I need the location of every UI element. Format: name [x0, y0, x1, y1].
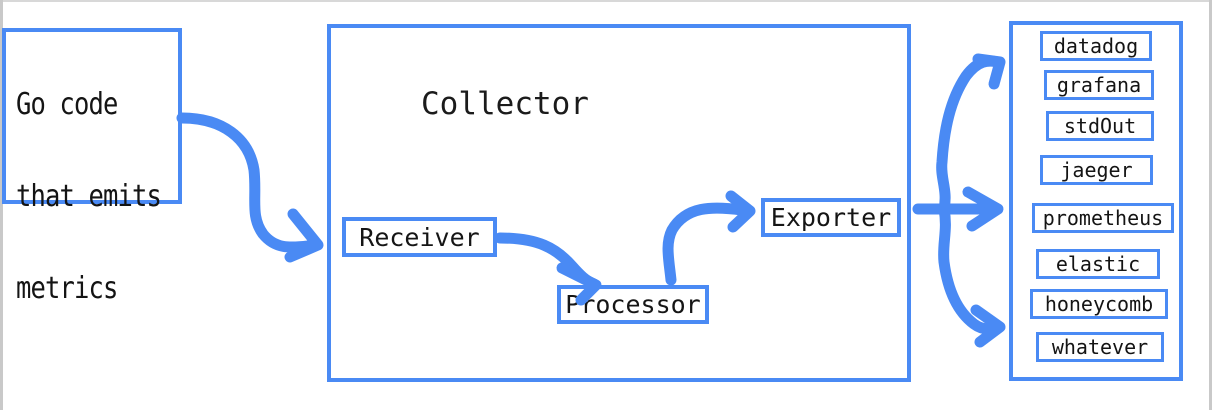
- processor-box: Processor: [557, 285, 709, 324]
- backend-item-whatever: whatever: [1036, 332, 1164, 362]
- backend-item-grafana: grafana: [1044, 70, 1154, 100]
- go-code-note-line-2: that emits: [16, 179, 162, 214]
- go-code-note: Go code that emits metrics: [2, 28, 182, 306]
- receiver-box: Receiver: [342, 217, 497, 257]
- canvas-top-edge: [0, 0, 1212, 2]
- canvas-left-edge: [0, 0, 3, 410]
- go-code-note-line-3: metrics: [16, 271, 118, 306]
- backend-item-jaeger: jaeger: [1040, 155, 1153, 185]
- backend-item-elastic: elastic: [1036, 249, 1160, 279]
- canvas-right-edge: [1209, 0, 1212, 410]
- collector-title: Collector: [421, 86, 589, 122]
- backend-item-honeycomb: honeycomb: [1030, 289, 1168, 319]
- exporter-box: Exporter: [761, 198, 901, 237]
- arrow-exporter-fanout: [912, 53, 1006, 348]
- backend-item-stdout: stdOut: [1046, 111, 1154, 141]
- arrow-source-to-receiver: [176, 112, 324, 263]
- go-code-note-line-1: Go code: [16, 87, 118, 122]
- backend-item-prometheus: prometheus: [1032, 203, 1174, 233]
- backend-item-datadog: datadog: [1040, 31, 1152, 61]
